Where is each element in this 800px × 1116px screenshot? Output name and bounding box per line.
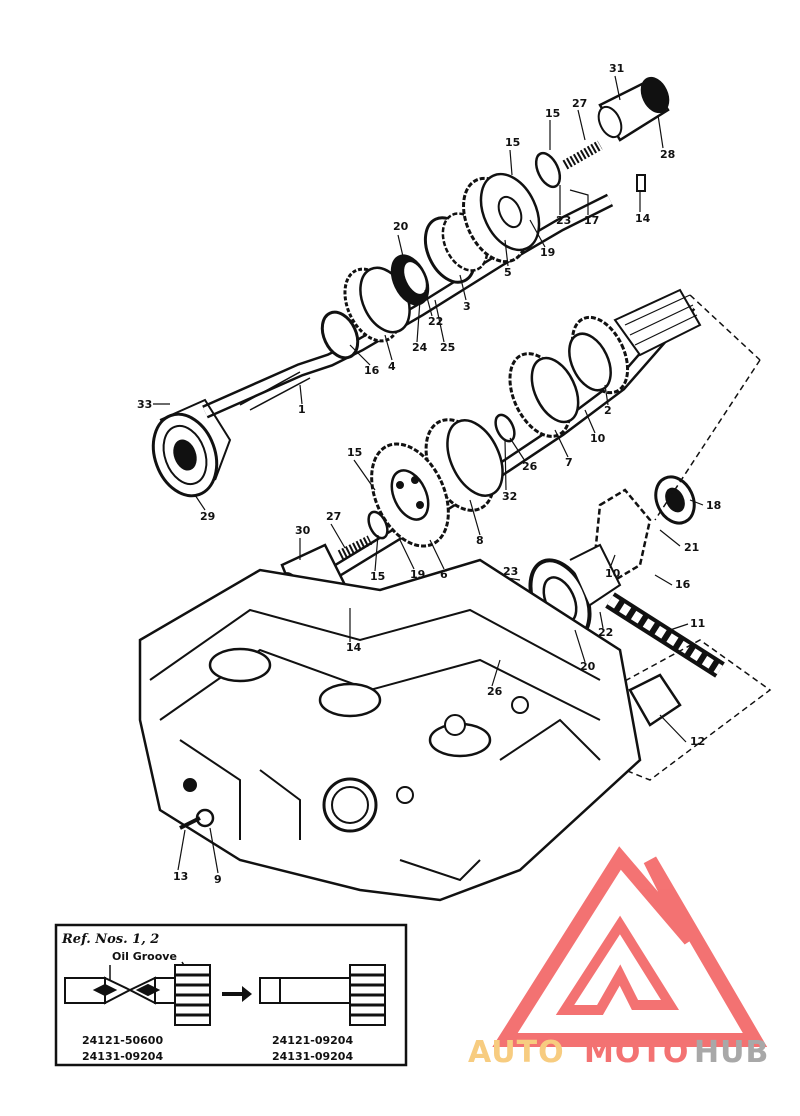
- drive-chain: [605, 592, 725, 678]
- callout-6: 6: [440, 568, 448, 581]
- watermark-logo-mark: [492, 846, 768, 1047]
- callout-18-upper: 18: [706, 499, 721, 512]
- callout-16-lower: 16: [675, 578, 691, 591]
- countershaft-assembly: [151, 76, 670, 498]
- callout-16-upper: 16: [364, 364, 380, 377]
- callout-14-lower: 14: [346, 641, 362, 654]
- gear-6: [370, 442, 450, 548]
- bushing-31: [597, 76, 670, 142]
- callout-10-mid: 10: [590, 432, 606, 445]
- callout-23-upper: 23: [556, 214, 571, 227]
- callout-15-lower-b: 15: [370, 570, 385, 583]
- callout-4: 4: [388, 360, 396, 373]
- watermark-text-moto: MOTO: [584, 1035, 689, 1070]
- callout-24: 24: [412, 341, 428, 354]
- crankcase: [138, 558, 642, 902]
- gear-2: [568, 315, 630, 395]
- washer-15-lower: [367, 510, 389, 540]
- callout-19-lower: 19: [410, 568, 425, 581]
- watermark-text-hub: HUB: [694, 1035, 769, 1070]
- callout-26-lower: 26: [487, 685, 503, 698]
- gear-4: [343, 266, 411, 343]
- callout-8: 8: [476, 534, 484, 547]
- callout-5: 5: [504, 266, 512, 279]
- gear-7: [508, 352, 580, 438]
- callout-11: 11: [690, 617, 705, 630]
- inset-right-part-number-1: 24121-09204: [272, 1034, 353, 1047]
- callout-3: 3: [463, 300, 471, 313]
- watermark-text-auto: AUTO: [468, 1035, 565, 1070]
- callout-13: 13: [173, 870, 188, 883]
- callout-20-upper: 20: [393, 220, 409, 233]
- callout-28: 28: [660, 148, 675, 161]
- callout-33: 33: [137, 398, 152, 411]
- washer-26: [494, 413, 516, 443]
- callout-32: 32: [502, 490, 517, 503]
- callout-25: 25: [440, 341, 455, 354]
- inset-right-part-number-2: 24131-09204: [272, 1050, 353, 1063]
- callout-10-lower: 10: [605, 567, 621, 580]
- inset-oil-groove-label: Oil Groove: [112, 950, 177, 963]
- oil-groove-inset: Ref. Nos. 1, 2 Oil Groove 24121-50600 24…: [54, 923, 408, 1067]
- gear-5: [462, 172, 541, 264]
- callout-19-upper: 19: [540, 246, 555, 259]
- callout-15-upper-a: 15: [545, 107, 560, 120]
- callout-15-lower-a: 15: [347, 446, 362, 459]
- callout-15-upper-b: 15: [505, 136, 520, 149]
- callout-26-mid: 26: [522, 460, 538, 473]
- callout-20-lower: 20: [580, 660, 596, 673]
- callout-12: 12: [690, 735, 705, 748]
- callout-31: 31: [609, 62, 624, 75]
- callout-27-upper: 27: [572, 97, 587, 110]
- callout-29-upper: 29: [200, 510, 215, 523]
- callout-labels: 31 27 15 28 15 23 17 14 20 19 5 3 22 24 …: [137, 62, 721, 886]
- washer-15-upper: [534, 151, 562, 189]
- gear-20-upper: [390, 254, 430, 306]
- callout-14-upper: 14: [635, 212, 651, 225]
- callout-9: 9: [214, 873, 222, 886]
- automotohub-watermark: AUTO MOTO HUB: [468, 846, 769, 1070]
- callout-30: 30: [295, 524, 311, 537]
- inset-left-part-number-2: 24131-09204: [82, 1050, 163, 1063]
- gear-16: [320, 310, 360, 360]
- callout-21: 21: [684, 541, 699, 554]
- callout-17: 17: [584, 214, 599, 227]
- inset-left-part-number-1: 24121-50600: [82, 1034, 163, 1047]
- callout-22-lower: 22: [598, 626, 613, 639]
- inset-title: Ref. Nos. 1, 2: [61, 932, 159, 947]
- callout-7: 7: [565, 456, 573, 469]
- callout-1: 1: [298, 403, 306, 416]
- callout-2: 2: [604, 404, 612, 417]
- callout-23-lower: 23: [503, 565, 518, 578]
- leader-lines: [153, 75, 704, 874]
- callout-27-lower: 27: [326, 510, 341, 523]
